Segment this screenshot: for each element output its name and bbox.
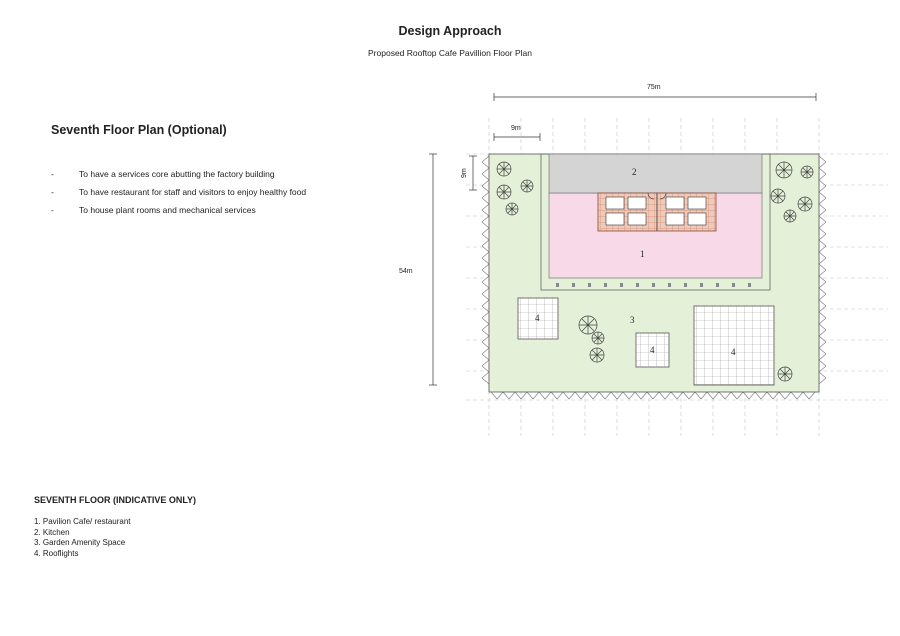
rooflight-left [517, 297, 559, 340]
page-subtitle: Proposed Rooftop Cafe Pavillion Floor Pl… [368, 48, 532, 58]
tree-icons [496, 161, 814, 382]
tree-icon [770, 188, 786, 204]
legend-item: 1. Pavilion Cafe/ restaurant [34, 517, 131, 526]
tree-icon [505, 202, 519, 216]
tree-icon [589, 347, 605, 363]
room-label-kitchen: 2 [632, 167, 637, 177]
rooflight-right [693, 305, 775, 386]
design-bullets: -To have a services core abutting the fa… [51, 168, 306, 222]
legend-item: 4. Rooflights [34, 548, 79, 558]
tree-icon [775, 161, 793, 179]
dimension-width: 75m [647, 84, 661, 91]
tree-icon [591, 331, 605, 345]
tree-icon [496, 184, 512, 200]
rooflight-center [635, 332, 670, 368]
section-heading: Seventh Floor Plan (Optional) [51, 123, 227, 137]
tree-icon [800, 165, 814, 179]
room-label-garden: 3 [630, 315, 635, 325]
room-label-rooflight: 4 [731, 347, 736, 357]
tree-icon [797, 196, 813, 212]
legend-item: 3. Garden Amenity Space [34, 538, 126, 547]
room-label-rooflight: 4 [535, 313, 540, 323]
tree-icon [777, 366, 793, 382]
bullet-item: -To have restaurant for staff and visito… [51, 187, 307, 197]
facade-zigzag [481, 155, 827, 400]
tree-icon [496, 161, 512, 177]
dimension-kitchen-depth: 9m [461, 168, 468, 178]
page-title: Design Approach [398, 24, 502, 38]
dimension-grid: 9m [511, 125, 521, 132]
tree-icon [520, 179, 534, 193]
legend-item: 2. Kitchen [34, 527, 70, 537]
pavilion-columns [556, 283, 751, 287]
bullet-item: -To house plant rooms and mechanical ser… [51, 205, 256, 215]
bullet-item: -To have a services core abutting the fa… [51, 169, 275, 179]
tree-icon [783, 209, 797, 223]
legend-list: 1. Pavilion Cafe/ restaurant 2. Kitchen … [34, 517, 131, 559]
dimension-depth: 54m [399, 268, 413, 275]
tree-icon [578, 315, 598, 335]
room-label-rooflight: 4 [650, 345, 655, 355]
dimension-lines [429, 93, 817, 386]
legend-heading: SEVENTH FLOOR (INDICATIVE ONLY) [34, 495, 197, 505]
services-core [597, 192, 717, 232]
room-label-cafe: 1 [640, 249, 645, 259]
kitchen [548, 153, 763, 194]
